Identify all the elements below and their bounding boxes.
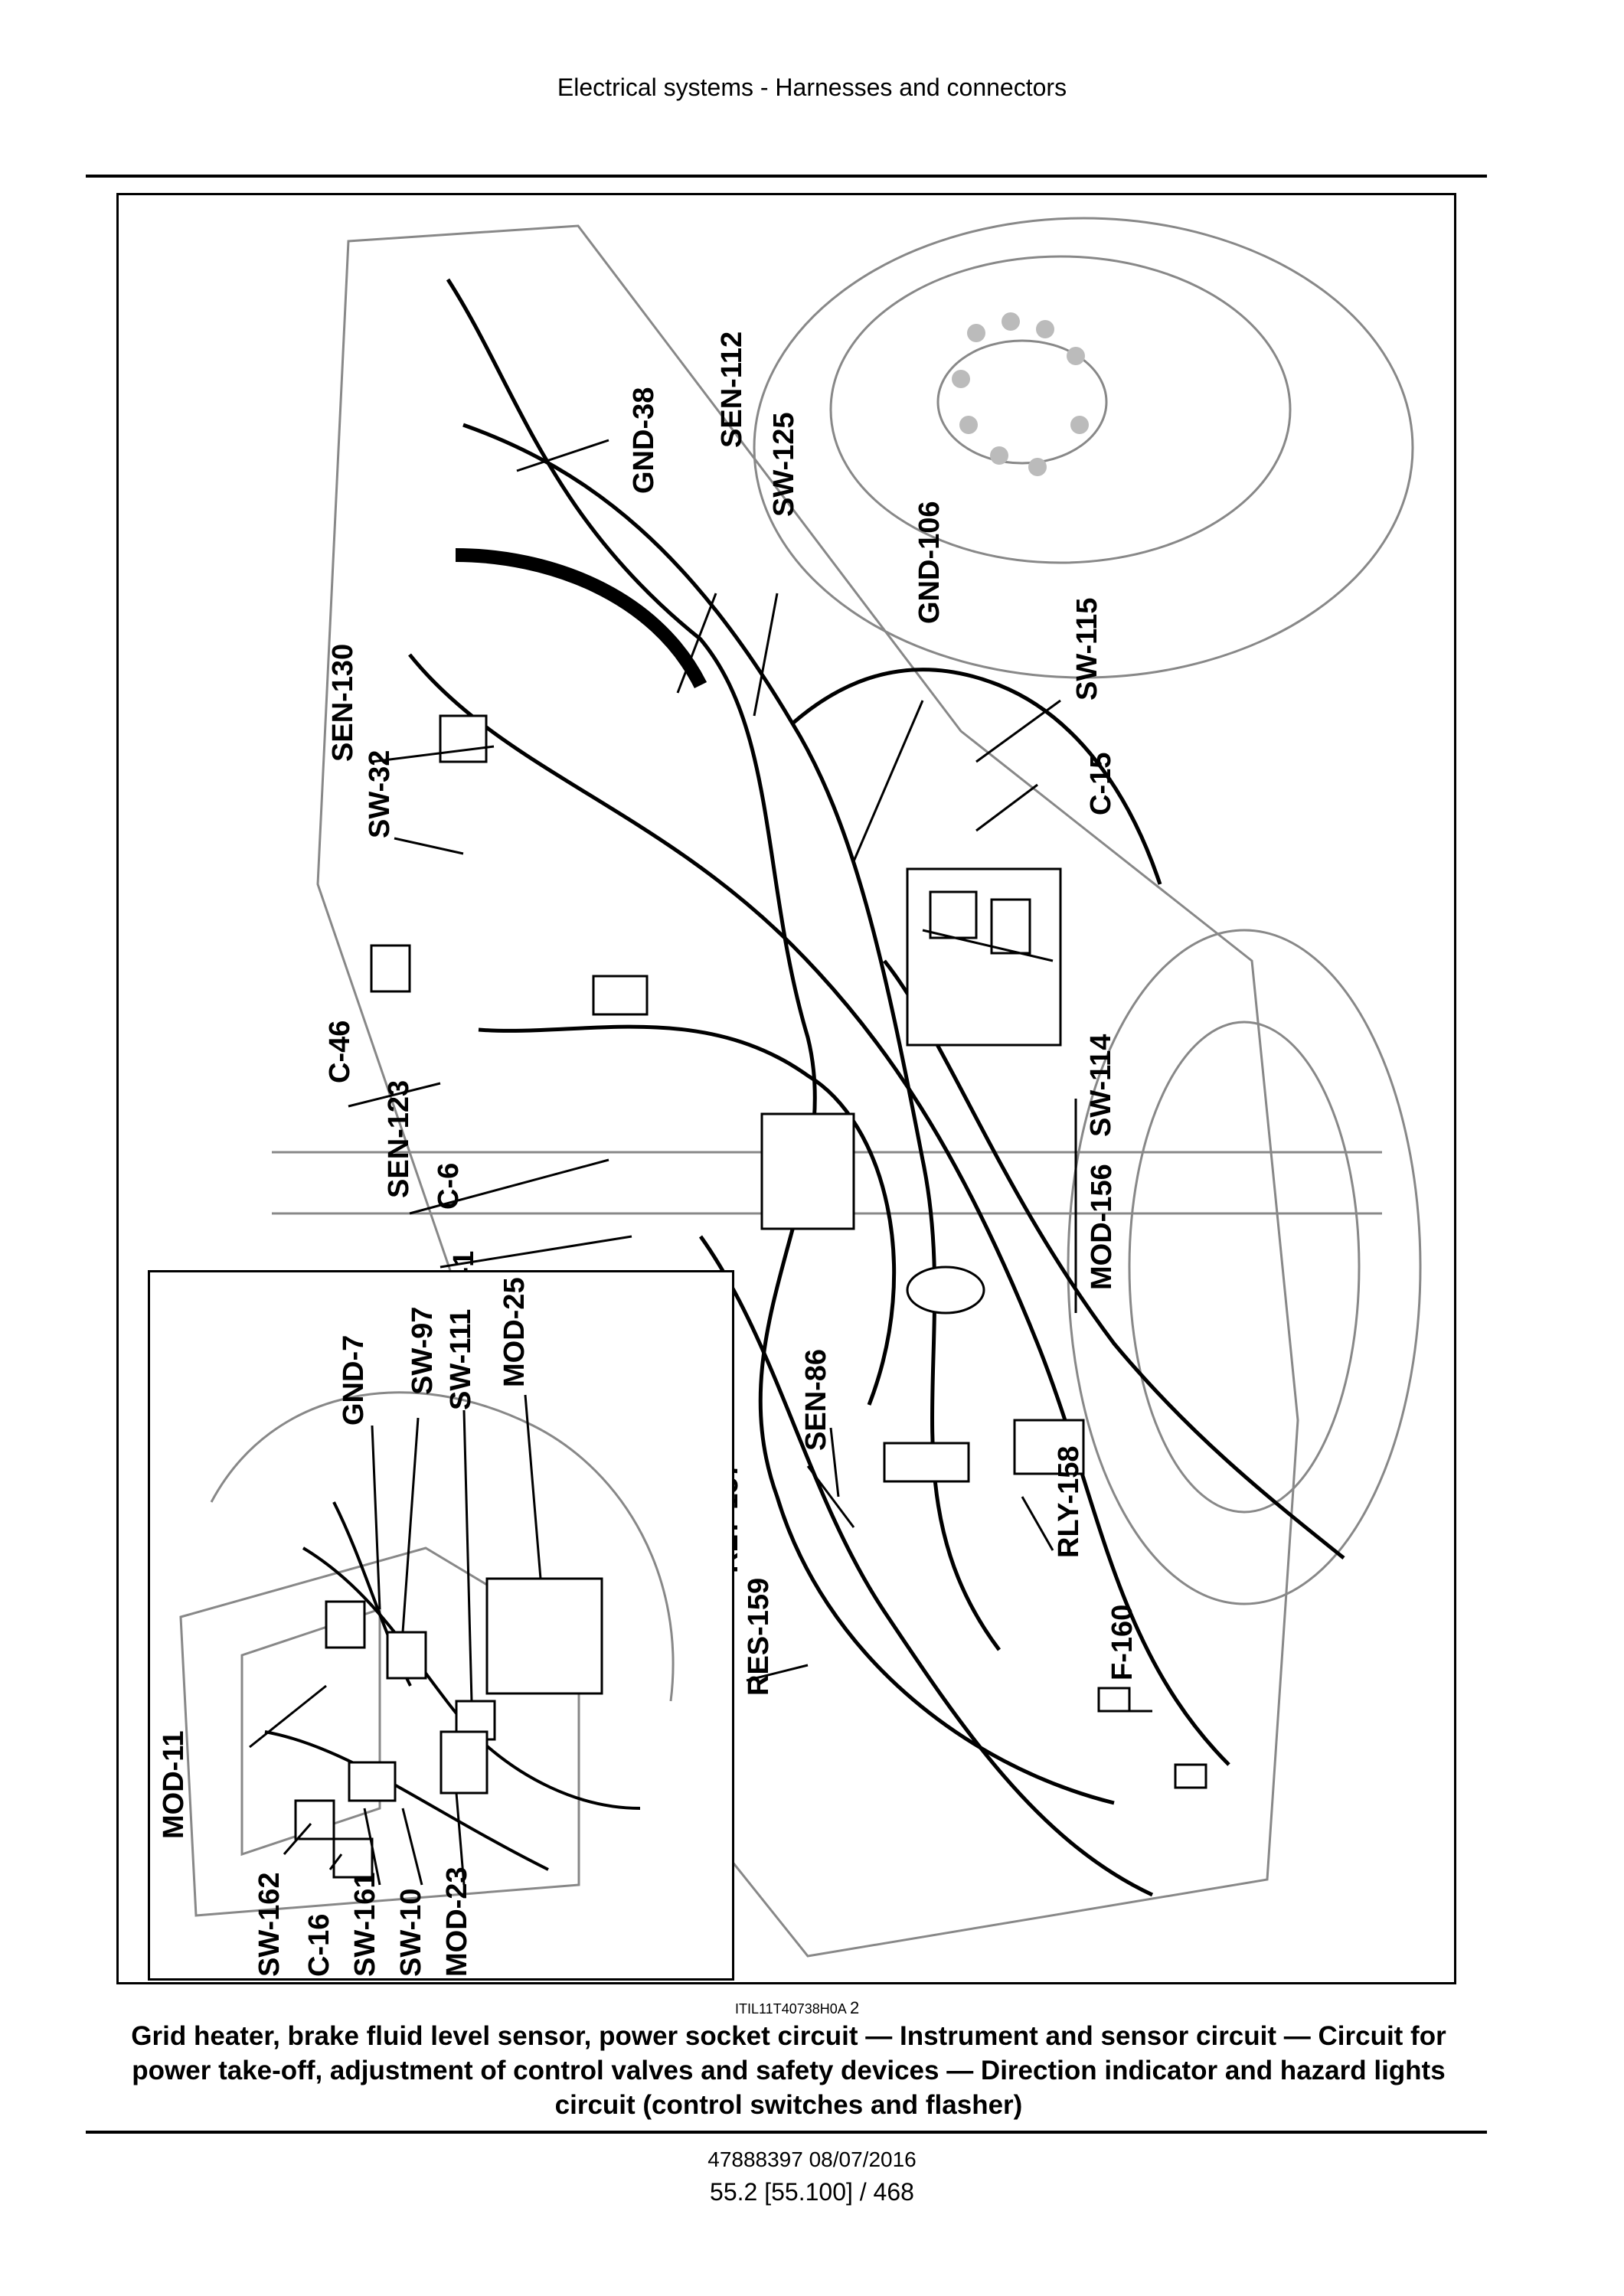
battery-cable	[455, 548, 707, 689]
connector	[325, 1600, 366, 1649]
callout-sw-10: SW-10	[395, 1888, 427, 1977]
connector	[592, 975, 649, 1016]
callout-gnd-38: GND-38	[628, 387, 660, 494]
callout-sw-125: SW-125	[768, 412, 800, 517]
callout-gnd-7: GND-7	[338, 1334, 370, 1426]
callout-c-46: C-46	[324, 1020, 356, 1083]
inset-detail-view: GND-7 SW-97 SW-111 MOD-25 MOD-11 SW-162 …	[148, 1270, 734, 1981]
callout-res-159: RES-159	[743, 1577, 775, 1696]
figure-number: 2	[850, 1998, 860, 2017]
wiring-harness-figure: GND-38 SEN-112 SW-125 GND-106 SW-115 C-1…	[116, 193, 1456, 1984]
connector	[439, 714, 488, 763]
callout-sen-123: SEN-123	[383, 1079, 415, 1198]
connector	[760, 1112, 855, 1230]
callout-mod-156: MOD-156	[1086, 1164, 1118, 1290]
header-rule	[86, 175, 1487, 178]
harness-illustration	[272, 217, 1422, 1958]
connector	[332, 1837, 374, 1879]
callout-mod-11: MOD-11	[158, 1730, 190, 1839]
rear-wheel-rim	[829, 255, 1292, 564]
connector	[386, 1631, 427, 1680]
callout-gnd-106: GND-106	[913, 501, 946, 625]
callout-c-16: C-16	[303, 1913, 335, 1977]
footer-rule	[86, 2131, 1487, 2134]
inset-illustration	[179, 1391, 675, 1917]
callout-f-160: F-160	[1106, 1604, 1139, 1680]
connector	[348, 1761, 397, 1802]
callout-sen-112: SEN-112	[716, 331, 748, 448]
page-header: Electrical systems - Harnesses and conne…	[557, 73, 1067, 101]
callout-sw-161: SW-161	[349, 1872, 381, 1977]
wire-harness	[408, 278, 1345, 1897]
callout-sw-115: SW-115	[1071, 597, 1103, 701]
connector	[485, 1577, 603, 1695]
callout-rly-158: RLY-158	[1053, 1445, 1085, 1558]
figure-caption: Grid heater, brake fluid level sensor, p…	[131, 2021, 1446, 2120]
page-number: 55.2 [55.100] / 468	[710, 2178, 914, 2206]
callout-c-15: C-15	[1085, 752, 1117, 815]
figure-id: ITIL11T40738H0A	[735, 2001, 847, 2017]
callout-sw-111: SW-111	[445, 1308, 477, 1410]
connector	[883, 1442, 970, 1483]
callout-sw-114: SW-114	[1085, 1034, 1117, 1137]
callout-sw-162: SW-162	[253, 1872, 286, 1977]
tractor-body	[316, 224, 1299, 1958]
connector	[1013, 1419, 1085, 1475]
wheel-hub	[936, 339, 1108, 465]
callout-sen-86: SEN-86	[800, 1348, 832, 1451]
rear-wheel-outline	[753, 217, 1414, 679]
callout-sw-97: SW-97	[407, 1306, 439, 1395]
callout-sen-130: SEN-130	[327, 643, 359, 762]
front-wheel-outline	[1067, 929, 1422, 1605]
callout-sw-32: SW-32	[364, 750, 396, 838]
document-id: 47888397 08/07/2016	[707, 2147, 917, 2171]
callout-c-6: C-6	[433, 1162, 465, 1210]
relay	[906, 1266, 985, 1315]
callout-mod-23: MOD-23	[441, 1867, 473, 1977]
connector	[370, 944, 411, 993]
callout-mod-25: MOD-25	[498, 1277, 531, 1387]
